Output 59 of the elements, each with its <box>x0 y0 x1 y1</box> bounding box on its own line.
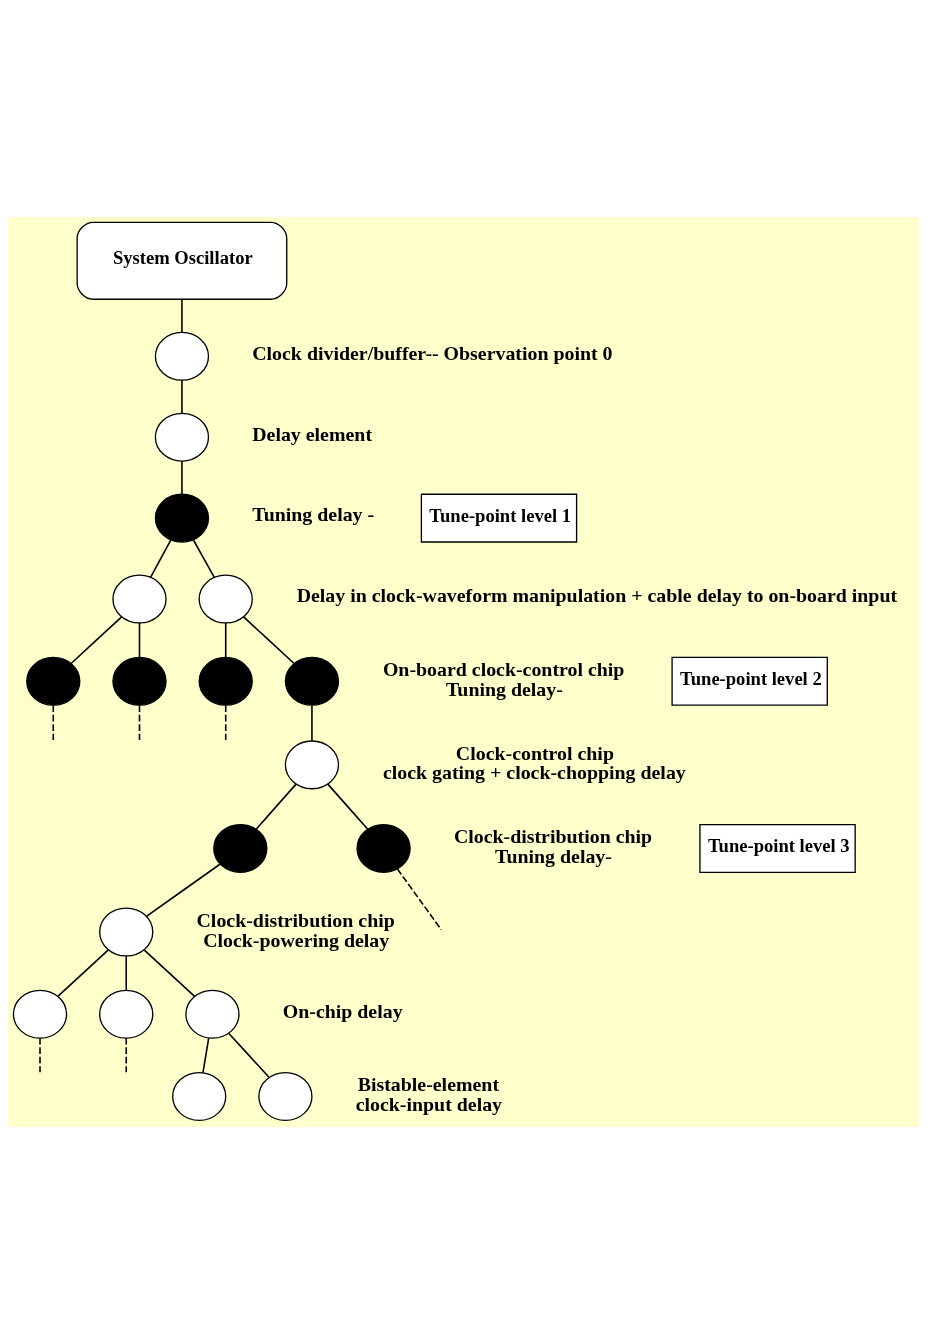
node-circle <box>356 823 411 873</box>
node-label: Delay in clock-waveform manipulation + cable delay to on-board input <box>296 583 898 606</box>
node-label: Clock-distribution chip <box>453 824 653 847</box>
node-circle <box>99 906 154 957</box>
node-label: Bistable-element <box>357 1072 500 1095</box>
node-circle <box>26 656 81 706</box>
connector <box>224 704 227 742</box>
node-label: Delay element <box>252 422 373 445</box>
connector <box>181 298 183 333</box>
node-label: Clock-distribution chip <box>196 908 395 931</box>
node-label: Clock-control chip <box>455 741 614 764</box>
connector <box>202 1036 210 1074</box>
connector <box>242 615 295 664</box>
connector <box>138 621 141 658</box>
connector <box>311 704 313 742</box>
connector <box>192 538 215 578</box>
node-box: Tune-point level 2 <box>671 656 828 706</box>
node-box: Tune-point level 3 <box>699 823 856 873</box>
node-label: clock-input delay <box>355 1092 503 1115</box>
node-circle <box>99 989 154 1039</box>
connector <box>224 621 227 658</box>
connector <box>255 782 297 830</box>
node-box: System Oscillator <box>76 221 288 300</box>
node-box: Tune-point level 1 <box>420 493 578 543</box>
connector <box>149 538 172 578</box>
node-circle <box>198 574 253 624</box>
node-circle <box>258 1071 313 1121</box>
node-label: Clock divider/buffer-- Observation point 0 <box>252 341 613 364</box>
node-label: Tuning delay- <box>495 844 612 867</box>
connector <box>138 704 141 742</box>
connector <box>327 782 369 830</box>
node-label: Tuning delay- <box>445 677 563 700</box>
connector <box>125 1036 128 1073</box>
connector <box>143 948 196 997</box>
node-circle <box>154 331 210 381</box>
connector <box>125 954 128 991</box>
node-circle <box>154 493 210 543</box>
node-circle <box>284 739 340 789</box>
connector <box>70 615 123 664</box>
node-circle <box>284 656 340 706</box>
node-circle <box>172 1071 227 1121</box>
connector <box>181 459 183 495</box>
node-label: On-chip delay <box>282 999 403 1022</box>
connector <box>181 378 183 414</box>
node-label: On-board clock-control chip <box>382 657 625 680</box>
connector <box>145 862 221 917</box>
node-circle <box>12 989 68 1039</box>
node-circle <box>112 574 167 624</box>
node-label: Tuning delay - <box>252 502 375 525</box>
node-circle <box>112 656 167 706</box>
node-circle <box>185 989 240 1039</box>
connector <box>52 704 55 742</box>
node-circle <box>154 412 210 462</box>
connector <box>396 867 443 930</box>
connector <box>227 1031 270 1078</box>
connector <box>39 1036 41 1073</box>
node-circle <box>213 823 268 873</box>
connector <box>57 948 110 997</box>
node-circle <box>198 656 253 706</box>
